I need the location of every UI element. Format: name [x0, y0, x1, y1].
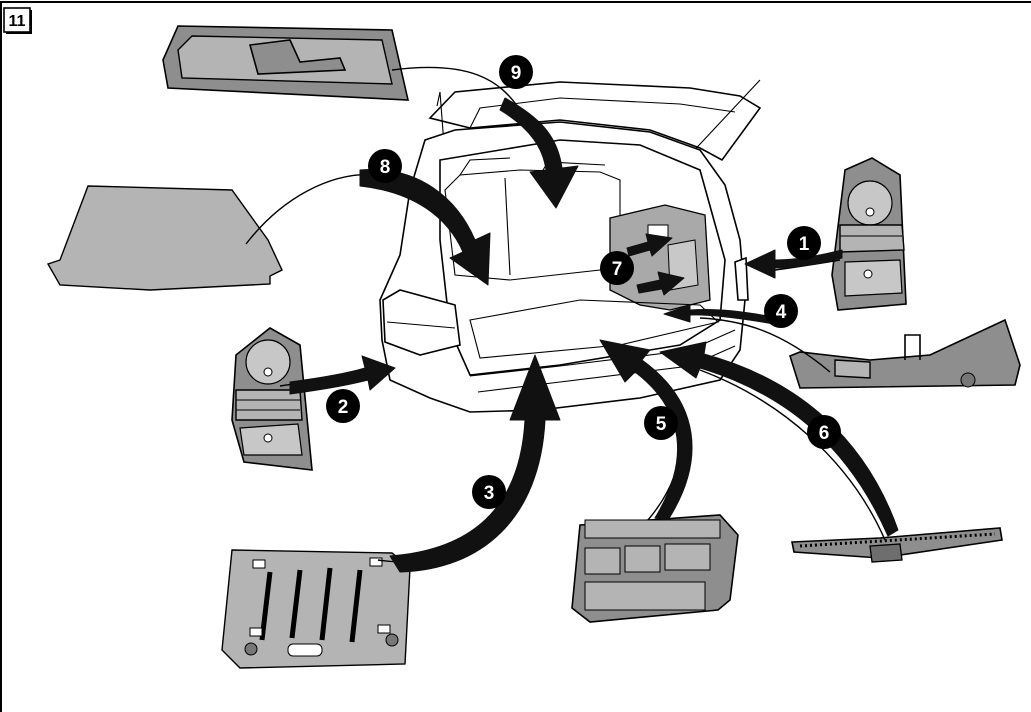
- part-3-floor-panel: [222, 550, 410, 668]
- part-2-left-tail-lamp: [232, 328, 312, 470]
- part-9-upper-tray: [163, 26, 408, 100]
- part-4-side-trim: [790, 320, 1020, 388]
- callout-6-label: 6: [819, 423, 830, 444]
- callout-3: 3: [472, 475, 506, 509]
- callout-4-label: 4: [776, 302, 787, 323]
- callout-5: 5: [644, 406, 678, 440]
- callout-7: 7: [600, 251, 634, 285]
- callout-1: 1: [787, 226, 821, 260]
- callout-9-label: 9: [511, 63, 522, 84]
- part-5-storage-tray: [572, 515, 738, 622]
- callout-9: 9: [499, 55, 533, 89]
- part-6-sill-plate: [792, 528, 1002, 562]
- callout-2: 2: [326, 389, 360, 423]
- callout-5-label: 5: [656, 414, 667, 435]
- callout-7-label: 7: [612, 259, 623, 280]
- step-number-box: 11: [4, 8, 32, 34]
- part-1-right-tail-lamp: [832, 158, 906, 310]
- part-8-cargo-mat: [48, 186, 282, 290]
- callout-2-label: 2: [338, 397, 349, 418]
- callout-6: 6: [807, 415, 841, 449]
- callout-8-label: 8: [380, 157, 391, 178]
- step-number: 11: [9, 13, 26, 30]
- callout-8: 8: [368, 149, 402, 183]
- callout-1-label: 1: [799, 234, 810, 255]
- callout-4: 4: [764, 294, 798, 328]
- callout-3-label: 3: [484, 483, 495, 504]
